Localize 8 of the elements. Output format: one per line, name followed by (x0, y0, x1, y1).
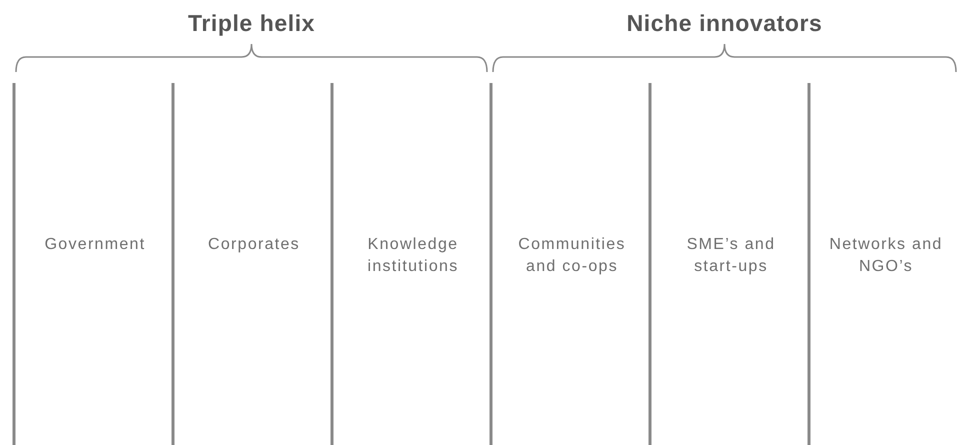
column-label: SME’s and start-ups (686, 235, 776, 277)
column-label: Knowledge institutions (366, 235, 460, 277)
column-label: Communities and co-ops (517, 235, 627, 277)
column-label: Corporates (207, 235, 301, 255)
group-heading: Niche innovators (626, 9, 824, 38)
column-label: Government (44, 235, 146, 255)
group-heading: Triple helix (186, 9, 316, 38)
column-label: Networks and NGO’s (828, 235, 944, 277)
